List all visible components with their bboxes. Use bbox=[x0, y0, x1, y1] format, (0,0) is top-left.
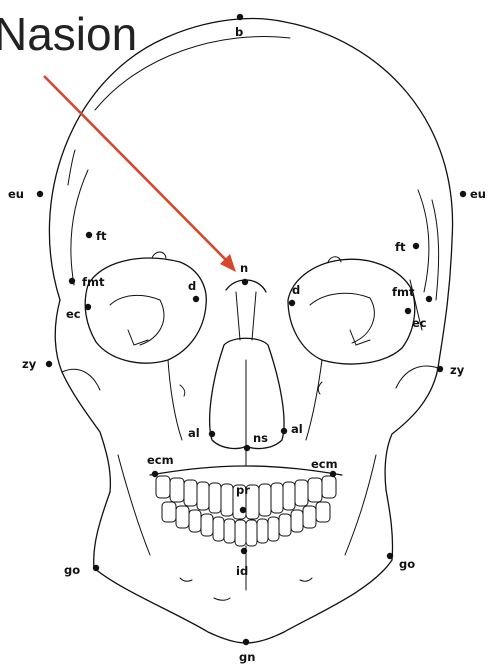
landmark-dot-ec-left bbox=[405, 308, 411, 314]
landmark-dot-b bbox=[237, 14, 243, 20]
landmark-label-eu-left: eu bbox=[470, 187, 486, 201]
landmark-dot-ec-right bbox=[85, 304, 91, 310]
landmark-label-ec-right: ec bbox=[66, 307, 81, 321]
landmark-label-al-right: al bbox=[188, 426, 200, 440]
landmark-label-go-right: go bbox=[64, 563, 80, 577]
landmark-label-ft-left: ft bbox=[395, 240, 406, 254]
landmark-label-b: b bbox=[235, 25, 243, 39]
landmark-label-d-right: d bbox=[188, 279, 196, 293]
landmark-label-ft-right: ft bbox=[96, 229, 107, 243]
landmark-label-zy-left: zy bbox=[450, 363, 465, 377]
landmark-dot-ft-left bbox=[413, 243, 419, 249]
skull-outline bbox=[49, 19, 452, 643]
landmark-label-go-left: go bbox=[399, 557, 415, 571]
landmark-label-pr: pr bbox=[236, 483, 250, 497]
landmark-dot-ecm-left bbox=[330, 471, 336, 477]
landmark-dot-d-right bbox=[193, 296, 199, 302]
landmark-dot-ns bbox=[244, 445, 250, 451]
landmark-dot-go-left bbox=[387, 553, 393, 559]
nasion-title: Nasion bbox=[0, 8, 137, 60]
landmark-dot-eu-right bbox=[37, 191, 43, 197]
landmark-dot-pr bbox=[240, 507, 246, 513]
landmark-dot-eu-left bbox=[460, 191, 466, 197]
landmark-label-ec-left: ec bbox=[412, 316, 427, 330]
landmark-label-ecm-left: ecm bbox=[311, 457, 338, 471]
landmark-dot-gn bbox=[243, 639, 249, 645]
landmark-dot-zy-right bbox=[46, 361, 52, 367]
landmark-label-ns: ns bbox=[253, 431, 268, 445]
landmark-dot-n bbox=[242, 279, 248, 285]
landmark-label-d-left: d bbox=[292, 283, 300, 297]
landmark-dot-al-right bbox=[209, 431, 215, 437]
nasion-callout: Nasion bbox=[0, 8, 236, 272]
landmark-label-fmt-right: fmt bbox=[82, 275, 105, 289]
landmark-label-eu-right: eu bbox=[8, 187, 24, 201]
landmark-dot-al-left bbox=[281, 428, 287, 434]
landmark-label-al-left: al bbox=[291, 422, 303, 436]
landmark-label-n: n bbox=[240, 261, 248, 275]
landmark-dot-ft-right bbox=[86, 232, 92, 238]
landmark-label-ecm-right: ecm bbox=[147, 453, 174, 467]
landmark-dot-zy-left bbox=[437, 366, 443, 372]
landmark-label-gn: gn bbox=[239, 650, 255, 664]
landmark-label-id: id bbox=[236, 564, 248, 578]
landmark-label-zy-right: zy bbox=[22, 357, 37, 371]
landmark-dot-id bbox=[241, 548, 247, 554]
landmark-dot-fmt-left bbox=[426, 296, 432, 302]
landmark-label-fmt-left: fmt bbox=[392, 285, 415, 299]
landmark-dot-fmt-right bbox=[69, 278, 75, 284]
landmark-dot-ecm-right bbox=[152, 471, 158, 477]
landmark-dot-d-left bbox=[289, 300, 295, 306]
landmark-dot-go-right bbox=[93, 565, 99, 571]
